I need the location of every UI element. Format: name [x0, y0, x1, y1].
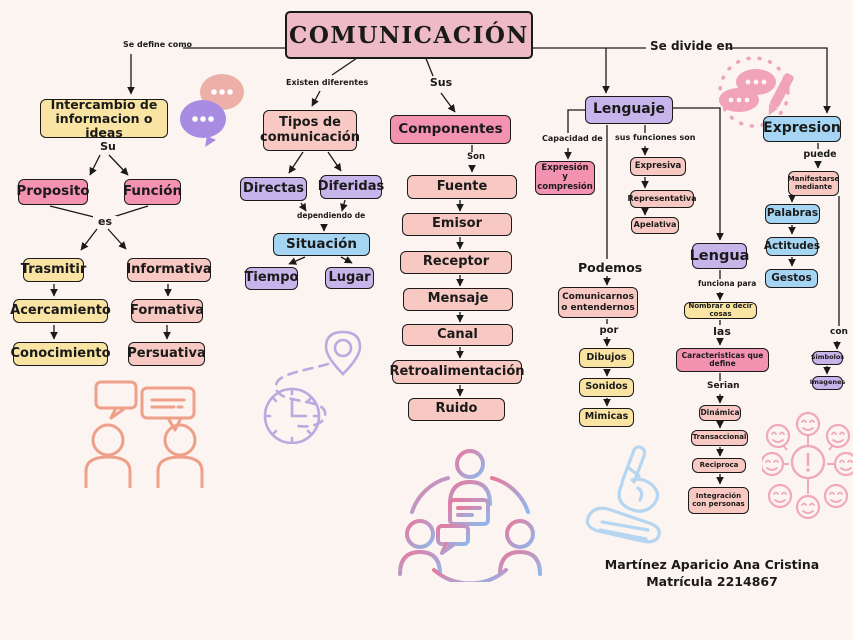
- node-lenguaje: Lenguaje: [585, 96, 673, 124]
- node-mensaje: Mensaje: [403, 288, 513, 311]
- emotions-icon: [762, 411, 853, 520]
- connector-es: es: [93, 215, 117, 229]
- node-manifestarse: Manifestarse mediante: [788, 171, 839, 196]
- node-directas: Directas: [240, 177, 307, 201]
- connector-dependiendo-de: dependiendo de: [295, 211, 366, 221]
- connector-su: Su: [95, 140, 121, 154]
- node-intercambio: Intercambio de informacion o ideas: [40, 97, 168, 139]
- node-formativa: Formativa: [130, 299, 204, 323]
- node-mimicas: Mimicas: [579, 408, 634, 427]
- node-integracion: Integración con personas: [688, 487, 749, 514]
- writing-icon: [718, 56, 794, 128]
- connector-por: por: [596, 325, 622, 336]
- node-lugar: Lugar: [325, 267, 374, 289]
- node-canal: Canal: [402, 324, 513, 346]
- node-reciproca: Reciproca: [692, 458, 746, 473]
- chat-bubbles-icon: [180, 74, 244, 147]
- route-clock-icon: [263, 330, 362, 444]
- connector-sus: Sus: [426, 76, 456, 90]
- node-simbolos: Simbolos: [811, 351, 844, 365]
- group-discussion-icon: [398, 449, 542, 582]
- node-tipos-comunicacion: Tipos de comunicación: [260, 110, 360, 151]
- author-credit: Martínez Aparicio Ana Cristina Matrícula…: [587, 557, 837, 591]
- connector-se-define-como: Se define como: [121, 40, 193, 50]
- talking-people-icon: [84, 380, 204, 488]
- node-situacion: Situación: [273, 233, 370, 256]
- node-funcion: Función: [123, 179, 182, 205]
- node-fuente: Fuente: [407, 175, 517, 199]
- node-nombrar: Nombrar o decir cosas: [684, 302, 757, 319]
- connector-funciona-para: funciona para: [696, 279, 757, 289]
- node-expresiva: Expresiva: [630, 157, 686, 176]
- node-tiempo: Tiempo: [245, 267, 298, 290]
- connector-son: Son: [463, 152, 489, 163]
- node-ruido: Ruido: [408, 398, 505, 421]
- connector-las: las: [709, 325, 735, 339]
- node-actitudes: Actitudes: [764, 237, 820, 256]
- connector-serian: Serian: [705, 381, 740, 392]
- node-dibujos: Dibujos: [579, 348, 634, 368]
- map-title: COMUNICACIÓN: [285, 11, 533, 59]
- node-apelativa: Apelativa: [631, 217, 679, 234]
- connector-se-divide-en: Se divide en: [648, 39, 734, 54]
- node-gestos: Gestos: [765, 269, 818, 288]
- node-imagenes: Imagenes: [810, 376, 845, 390]
- author-name: Martínez Aparicio Ana Cristina: [604, 557, 820, 572]
- connector-capacidad-de: Capacidad de: [540, 134, 603, 144]
- node-palabras: Palabras: [765, 204, 820, 224]
- node-emisor: Emisor: [402, 213, 512, 236]
- node-conocimiento: Conocimiento: [10, 342, 111, 366]
- node-receptor: Receptor: [400, 251, 512, 274]
- author-id: Matrícula 2214867: [646, 573, 778, 589]
- node-trasmitir: Trasmitir: [21, 258, 86, 282]
- node-expresion: Expresion: [763, 116, 841, 142]
- node-diferidas: Diferidas: [318, 175, 384, 199]
- node-comunicarnos: Comunicarnos o entendernos: [558, 287, 638, 318]
- connector-existen-diferentes: Existen diferentes: [284, 78, 369, 88]
- node-transaccional: Transaccional: [691, 430, 748, 446]
- node-acercamiento: Acercamiento: [10, 299, 111, 323]
- node-expresion-compresion: Expresión y compresión: [535, 161, 595, 195]
- sign-language-icon: [585, 445, 661, 544]
- node-caracteristicas: Caracteristicas que define: [676, 348, 769, 372]
- connector-sus-funciones-son: sus funciones son: [613, 133, 696, 143]
- node-representativa: Representativa: [628, 190, 696, 208]
- node-retroalimentacion: Retroalimentación: [389, 360, 525, 384]
- node-sonidos: Sonidos: [579, 378, 634, 397]
- connector-con: con: [826, 327, 852, 338]
- node-componentes: Componentes: [390, 115, 511, 144]
- node-dinamica: Dinámica: [699, 405, 741, 421]
- connector-puede: puede: [801, 149, 839, 161]
- node-lengua: Lengua: [690, 243, 749, 269]
- node-proposito: Proposito: [16, 179, 90, 205]
- node-informativa: Informativa: [126, 258, 212, 282]
- connector-podemos: Podemos: [576, 260, 643, 275]
- node-persuativa: Persuativa: [127, 342, 206, 366]
